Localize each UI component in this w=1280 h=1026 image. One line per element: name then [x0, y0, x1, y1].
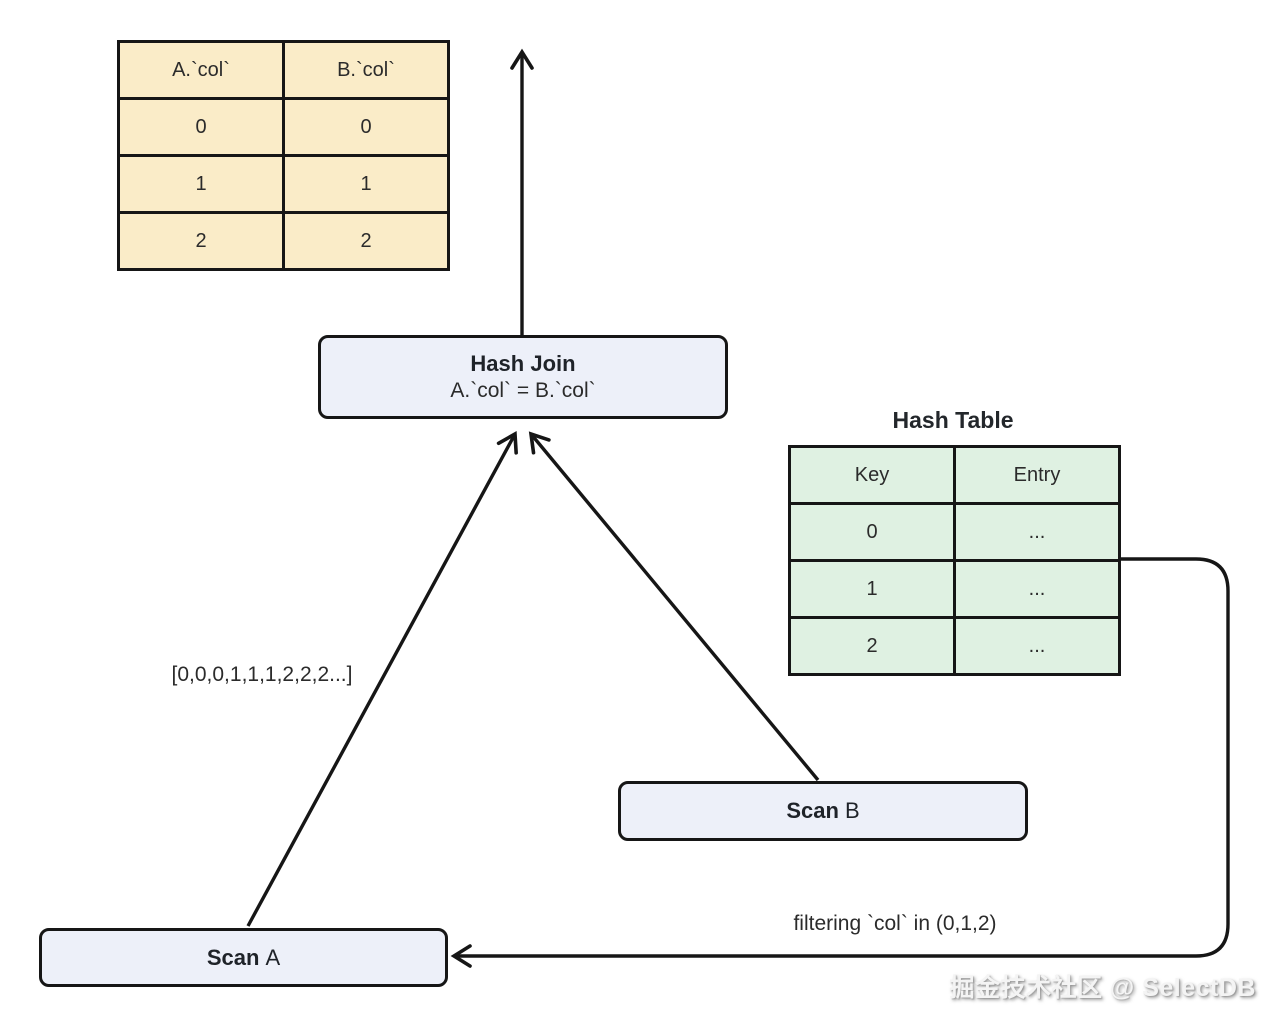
table-row: 2 2 [117, 211, 450, 271]
table-row: 2 ... [788, 616, 1121, 676]
scan-b-label-rest: B [844, 798, 860, 823]
hash-table-cell: 2 [788, 616, 956, 676]
result-cell: 0 [117, 97, 285, 157]
hash-table-cell: ... [953, 616, 1121, 676]
table-row: 0 ... [788, 502, 1121, 562]
result-header-row: A.`col` B.`col` [117, 40, 450, 100]
result-header-b: B.`col` [282, 40, 450, 100]
hash-join-node: Hash Join A.`col` = B.`col` [318, 335, 728, 419]
hash-join-title: Hash Join [470, 350, 576, 376]
result-cell: 0 [282, 97, 450, 157]
table-row: 1 1 [117, 154, 450, 214]
join-result-table: A.`col` B.`col` 0 0 1 1 2 2 [117, 40, 450, 271]
result-cell: 1 [117, 154, 285, 214]
hash-table-title: Hash Table [892, 407, 1014, 433]
result-header-a: A.`col` [117, 40, 285, 100]
table-row: 1 ... [788, 559, 1121, 619]
result-cell: 2 [282, 211, 450, 271]
watermark: 掘金技术社区 @ SelectDB [949, 974, 1256, 1002]
hash-table-cell: ... [953, 559, 1121, 619]
hash-table-header-row: Key Entry [788, 445, 1121, 505]
hash-table-cell: 1 [788, 559, 956, 619]
edge-scan-a-to-hashjoin [246, 431, 518, 927]
hash-table-header-entry: Entry [953, 445, 1121, 505]
scan-b-label-bold: Scan [786, 798, 839, 823]
edge-hashtable-runtime-filter-to-scan-a [450, 557, 1230, 968]
scan-a-label-rest: A [265, 944, 281, 970]
edge-scan-b-to-hashjoin [528, 431, 820, 782]
scan-a-label-bold: Scan [206, 944, 260, 970]
table-row: 0 0 [117, 97, 450, 157]
hash-join-condition: A.`col` = B.`col` [450, 379, 596, 403]
result-cell: 1 [282, 154, 450, 214]
hash-table-cell: ... [953, 502, 1121, 562]
runtime-filter-label: filtering `col` in (0,1,2) [793, 912, 997, 935]
hash-table: Key Entry 0 ... 1 ... 2 ... [788, 445, 1121, 676]
result-cell: 2 [117, 211, 285, 271]
hash-table-cell: 0 [788, 502, 956, 562]
scan-a-values-label: [0,0,0,1,1,1,2,2,2...] [171, 663, 353, 686]
hash-table-header-key: Key [788, 445, 956, 505]
